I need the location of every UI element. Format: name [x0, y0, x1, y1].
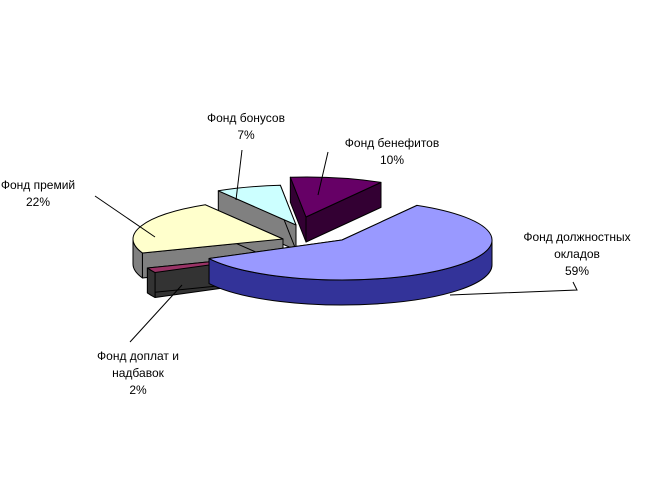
pie-slice	[289, 176, 382, 243]
leader-line	[317, 151, 329, 196]
slice-label: надбавок	[112, 366, 164, 380]
slice-label: окладов	[554, 247, 600, 261]
slice-value-label: 22%	[26, 195, 50, 209]
slice-label: Фонд бенефитов	[345, 136, 439, 150]
slice-label: Фонд премий	[1, 178, 75, 192]
slice-value-label: 59%	[565, 264, 589, 278]
leader-line	[129, 284, 183, 343]
pie-slice	[208, 204, 493, 306]
leader-line	[449, 281, 578, 296]
leader-line	[94, 195, 156, 238]
slice-label: Фонд доплат и	[97, 349, 179, 363]
slice-label: Фонд бонусов	[207, 111, 285, 125]
slice-value-label: 10%	[380, 153, 404, 167]
slice-value-label: 2%	[129, 383, 147, 397]
slice-label: Фонд должностных	[523, 230, 630, 244]
pie-slice	[217, 184, 297, 251]
leader-line	[235, 149, 243, 201]
slice-value-label: 7%	[237, 128, 255, 142]
